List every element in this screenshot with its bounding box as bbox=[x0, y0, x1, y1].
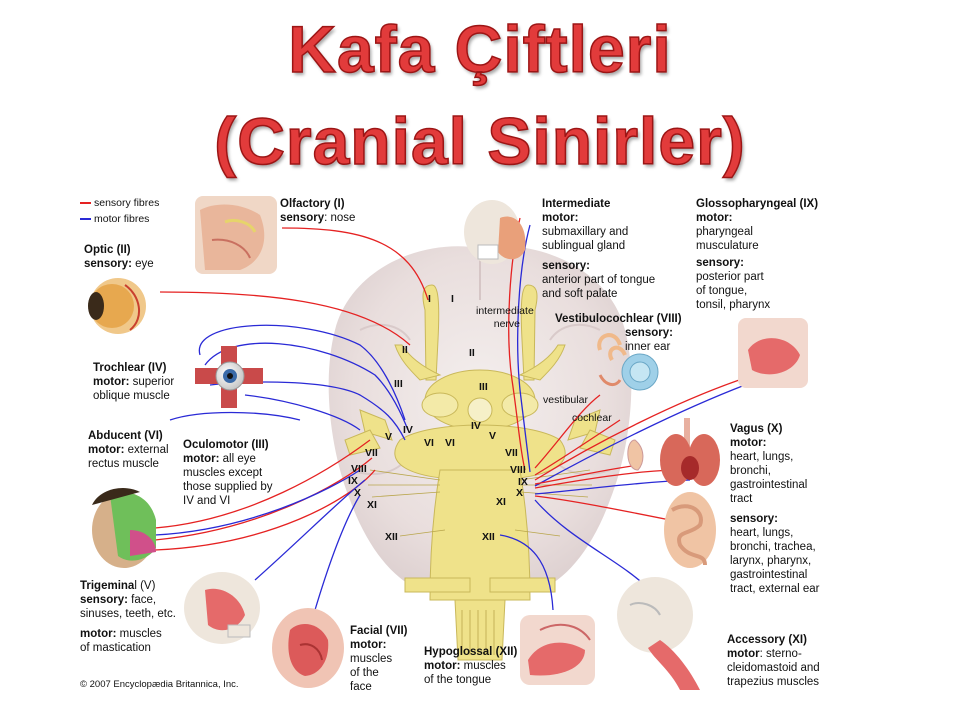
label-abducent: Abducent (VI) motor: external rectus mus… bbox=[88, 430, 169, 470]
numeral-I-left: I bbox=[428, 293, 431, 305]
label-oculomotor: Oculomotor (III) motor: all eye muscles … bbox=[183, 439, 273, 507]
motor-line-swatch bbox=[80, 218, 91, 221]
numeral-XI-right: XI bbox=[496, 496, 506, 508]
label-accessory: Accessory (XI) motor: sterno- cleidomast… bbox=[727, 634, 820, 688]
numeral-V-right: V bbox=[489, 430, 497, 442]
title-line-1: Kafa Çiftleri bbox=[288, 12, 672, 86]
legend-motor: motor fibres bbox=[80, 213, 149, 225]
numeral-III-right: III bbox=[479, 381, 488, 393]
label-olfactory: Olfactory (I) sensory: nose bbox=[280, 198, 356, 224]
inner-ear-illustration bbox=[597, 333, 659, 391]
heart-lungs-illustration bbox=[660, 418, 720, 486]
intestine-illustration bbox=[664, 492, 716, 568]
external-ear-illustration bbox=[627, 439, 644, 471]
skull-illustration-trigeminal bbox=[184, 572, 260, 644]
facial-muscles-illustration bbox=[272, 608, 344, 688]
numeral-VI-left: VI bbox=[424, 437, 434, 449]
numeral-XII-right: XII bbox=[482, 531, 495, 543]
label-vestibulocochlear: Vestibulocochlear (VIII) sensory: inner … bbox=[555, 313, 682, 353]
numeral-IX-left: IX bbox=[348, 475, 358, 487]
numeral-VIII-left: VIII bbox=[351, 463, 367, 475]
label-facial: Facial (VII) motor: muscles of the face bbox=[350, 625, 408, 693]
numeral-VII-right: VII bbox=[505, 447, 518, 459]
numeral-II-left: II bbox=[402, 344, 408, 356]
label-vestibular: vestibular bbox=[543, 394, 588, 406]
numeral-XI-left: XI bbox=[367, 499, 377, 511]
neck-illustration bbox=[617, 577, 700, 690]
label-vagus: Vagus (X) motor: heart, lungs, bronchi, … bbox=[730, 423, 820, 595]
label-glossopharyngeal: Glossopharyngeal (IX) motor: pharyngeal … bbox=[696, 198, 819, 311]
numeral-IV-right: IV bbox=[471, 420, 481, 432]
sensory-line-swatch bbox=[80, 202, 91, 205]
title-line-2: (Cranial Sinirler) bbox=[214, 104, 746, 178]
label-trigeminal: Trigeminal (V) sensory: face, sinuses, t… bbox=[80, 580, 176, 654]
numeral-X-right: X bbox=[516, 487, 524, 499]
throat-illustration bbox=[738, 318, 808, 388]
numeral-VII-left: VII bbox=[365, 447, 378, 459]
copyright-notice: © 2007 Encyclopædia Britannica, Inc. bbox=[80, 679, 239, 690]
numeral-X-left: X bbox=[354, 487, 362, 499]
tongue-illustration bbox=[520, 615, 595, 685]
brainstem bbox=[344, 284, 616, 661]
nose-illustration bbox=[195, 196, 277, 274]
numeral-VIII-right: VIII bbox=[510, 464, 526, 476]
label-optic: Optic (II) sensory: eye bbox=[84, 244, 154, 270]
jaw-glands-illustration bbox=[464, 200, 526, 264]
label-intermediate-nerve: intermediate nerve bbox=[476, 305, 534, 330]
eye-muscles-illustration bbox=[195, 346, 263, 408]
numeral-IX-right: IX bbox=[518, 476, 528, 488]
numeral-XII-left: XII bbox=[385, 531, 398, 543]
legend-sensory: sensory fibres bbox=[80, 197, 159, 209]
eye-illustration bbox=[88, 278, 146, 334]
face-illustration bbox=[92, 488, 156, 568]
label-hypoglossal: Hypoglossal (XII) motor: muscles of the … bbox=[424, 646, 518, 686]
numeral-III-left: III bbox=[394, 378, 403, 390]
numeral-I-right: I bbox=[451, 293, 454, 305]
label-intermediate: Intermediate motor: submaxillary and sub… bbox=[542, 198, 656, 300]
label-cochlear: cochlear bbox=[572, 412, 612, 424]
numeral-II-right: II bbox=[469, 347, 475, 359]
label-trochlear: Trochlear (IV) motor: superior oblique m… bbox=[93, 362, 175, 402]
numeral-VI-right: VI bbox=[445, 437, 455, 449]
numeral-IV-left: IV bbox=[403, 424, 413, 436]
numeral-V-left: V bbox=[385, 431, 393, 443]
